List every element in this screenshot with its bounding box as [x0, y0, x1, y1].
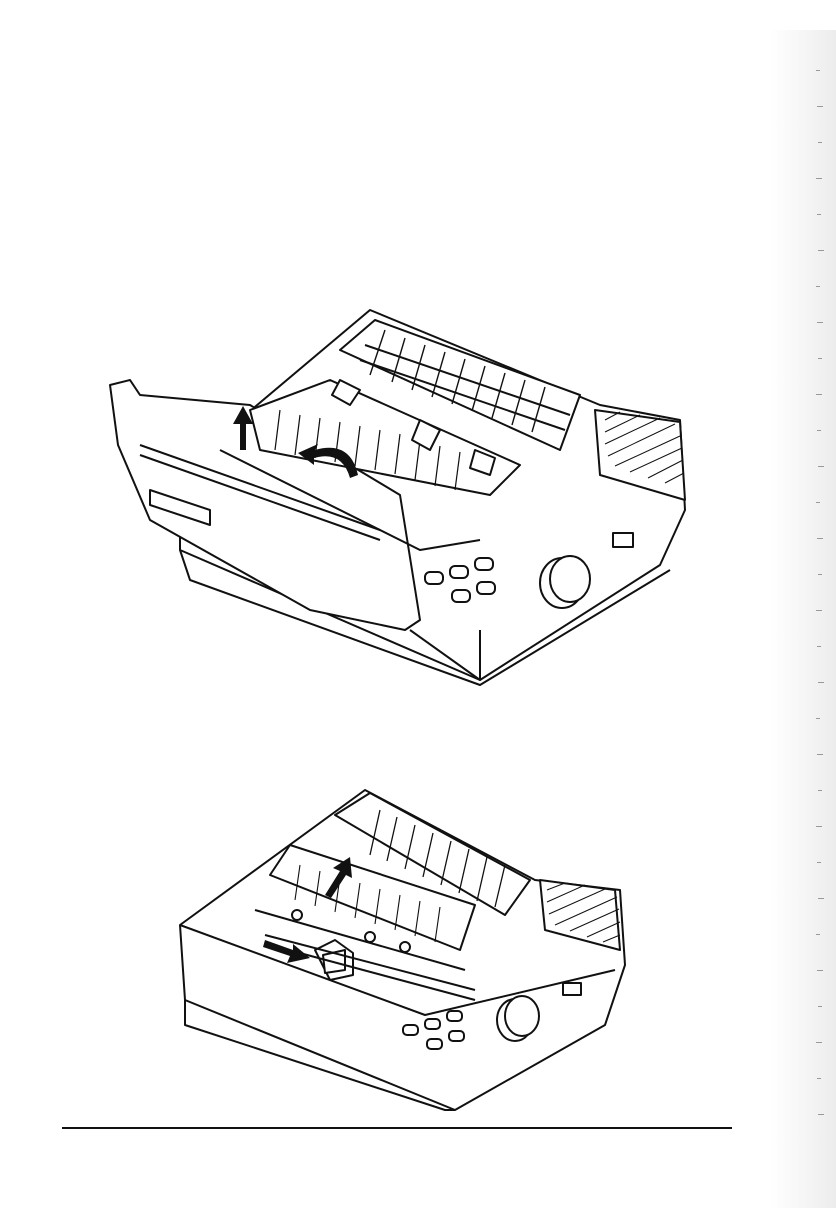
- printer-cover-open-drawing: [100, 300, 700, 690]
- edge-mark: [816, 718, 820, 719]
- scan-edge-strip: [770, 30, 836, 1208]
- edge-mark: [816, 934, 820, 935]
- edge-mark: [817, 538, 823, 539]
- printer-illustration-bottom: [175, 785, 635, 1115]
- edge-mark: [817, 754, 823, 755]
- edge-mark: [818, 358, 822, 359]
- edge-mark: [816, 286, 820, 287]
- edge-mark: [817, 106, 823, 107]
- edge-mark: [818, 898, 824, 899]
- printer-illustration-top: [100, 300, 700, 690]
- edge-mark: [818, 250, 824, 251]
- edge-mark: [818, 1114, 824, 1115]
- edge-mark: [817, 430, 821, 431]
- printer-printhead-drawing: [175, 785, 635, 1115]
- edge-mark: [817, 322, 823, 323]
- edge-mark: [816, 502, 820, 503]
- edge-mark: [817, 1078, 821, 1079]
- edge-mark: [818, 142, 822, 143]
- edge-mark: [818, 466, 824, 467]
- edge-mark: [818, 1006, 822, 1007]
- edge-mark: [816, 610, 822, 611]
- edge-mark: [817, 646, 821, 647]
- footer-rule: [62, 1127, 732, 1129]
- edge-mark: [816, 394, 822, 395]
- edge-mark: [816, 1042, 822, 1043]
- edge-mark: [817, 862, 821, 863]
- edge-mark: [816, 178, 822, 179]
- edge-mark: [817, 970, 823, 971]
- edge-mark: [818, 574, 822, 575]
- edge-mark: [816, 826, 822, 827]
- edge-mark: [817, 214, 821, 215]
- edge-mark: [818, 682, 824, 683]
- edge-mark: [816, 70, 820, 71]
- edge-mark: [818, 790, 822, 791]
